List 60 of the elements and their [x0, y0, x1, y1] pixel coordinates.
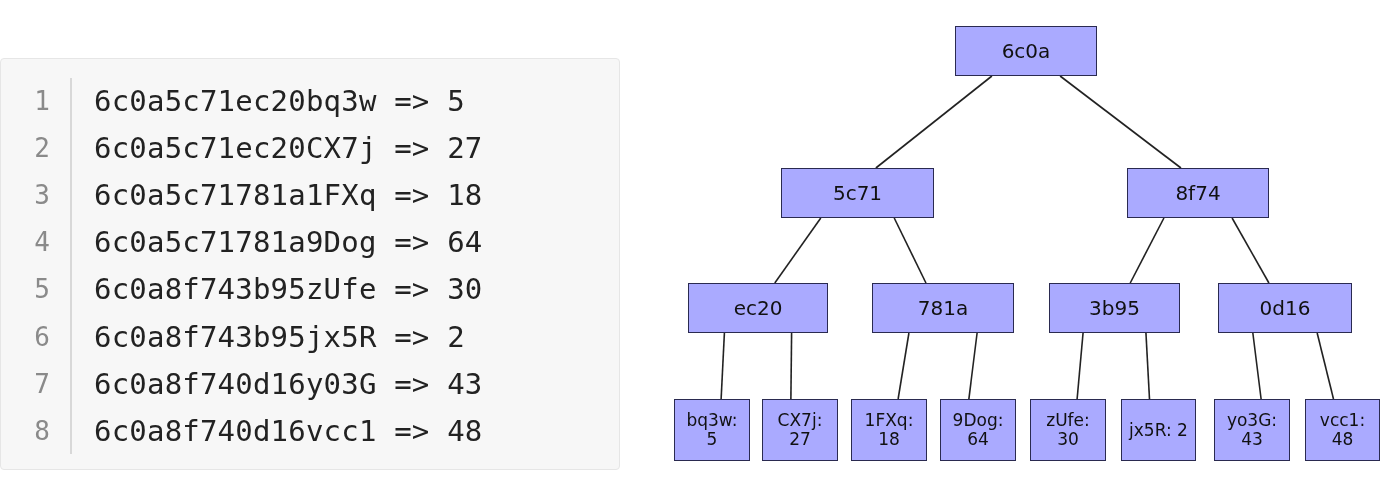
- leaf-node-box: [851, 399, 927, 461]
- node-label: ec20: [733, 296, 783, 320]
- leaf-node-box: [1121, 399, 1196, 461]
- leaf-node-box: [674, 399, 750, 461]
- node-label: 0d16: [1259, 296, 1311, 320]
- node-label: 781a: [917, 296, 969, 320]
- connector-line: [1129, 217, 1165, 284]
- line-number: 1: [33, 85, 51, 117]
- line-number: 3: [33, 179, 51, 212]
- line-number: 5: [33, 273, 51, 306]
- node-label: 5c71: [832, 181, 883, 205]
- connector-line: [893, 217, 927, 284]
- node-label: bq3w: 5: [685, 411, 739, 449]
- line-number: 8: [33, 414, 51, 447]
- tree-node-box: [1049, 283, 1180, 333]
- connector-line: [790, 332, 793, 400]
- tree-node-box: [688, 283, 828, 333]
- tree-node-box: [872, 283, 1014, 333]
- code-line: 6c0a8f743b95zUfe => 30: [94, 273, 483, 306]
- leaf-node-box: [762, 399, 838, 461]
- node-label: yo3G: 43: [1225, 411, 1279, 449]
- connector-line: [1059, 75, 1182, 169]
- node-label: zUfe: 30: [1045, 411, 1091, 449]
- leaf-node-box: [1030, 399, 1106, 461]
- tree-node-box: [781, 168, 934, 218]
- node-label: 8f74: [1175, 181, 1221, 205]
- node-label: vcc1: 48: [1318, 411, 1367, 449]
- connector-line: [774, 217, 822, 284]
- node-label: CX7j: 27: [776, 411, 824, 449]
- line-number: 2: [33, 132, 51, 165]
- code-line: 6c0a8f743b95jx5R => 2: [94, 320, 465, 353]
- tree-node-box: [1218, 283, 1352, 333]
- connector-line: [1076, 332, 1084, 400]
- code-line: 6c0a5c71ec20bq3w => 5: [94, 85, 465, 117]
- tree-node-box: [1127, 168, 1269, 218]
- connector-line: [1316, 332, 1335, 400]
- code-line: 6c0a5c71781a1FXq => 18: [94, 179, 483, 212]
- code-line: 6c0a8f740d16vcc1 => 48: [94, 414, 483, 447]
- connector-line: [1145, 332, 1151, 400]
- node-label: jx5R: 2: [1129, 420, 1188, 440]
- node-label: 6c0a: [1001, 39, 1051, 63]
- tree-node-box: [955, 26, 1097, 76]
- line-number: 4: [33, 226, 51, 259]
- connector-line: [897, 332, 910, 400]
- connector-line: [1231, 217, 1270, 284]
- leaf-node-box: [1214, 399, 1290, 461]
- connector-line: [875, 75, 993, 169]
- line-number: 7: [33, 367, 51, 400]
- code-line: 6c0a5c71781a9Dog => 64: [94, 226, 483, 259]
- node-label: 9Dog: 64: [951, 411, 1005, 449]
- leaf-node-box: [1305, 399, 1380, 461]
- code-line: 6c0a5c71ec20CX7j => 27: [94, 132, 483, 165]
- node-label: 1FXq: 18: [863, 411, 915, 449]
- code-line: 6c0a8f740d16y03G => 43: [94, 367, 483, 400]
- leaf-node-box: [940, 399, 1016, 461]
- connector-line: [968, 332, 978, 400]
- line-number: 6: [33, 320, 51, 353]
- connector-line: [1252, 332, 1262, 400]
- connector-line: [720, 332, 726, 400]
- node-label: 3b95: [1089, 296, 1140, 320]
